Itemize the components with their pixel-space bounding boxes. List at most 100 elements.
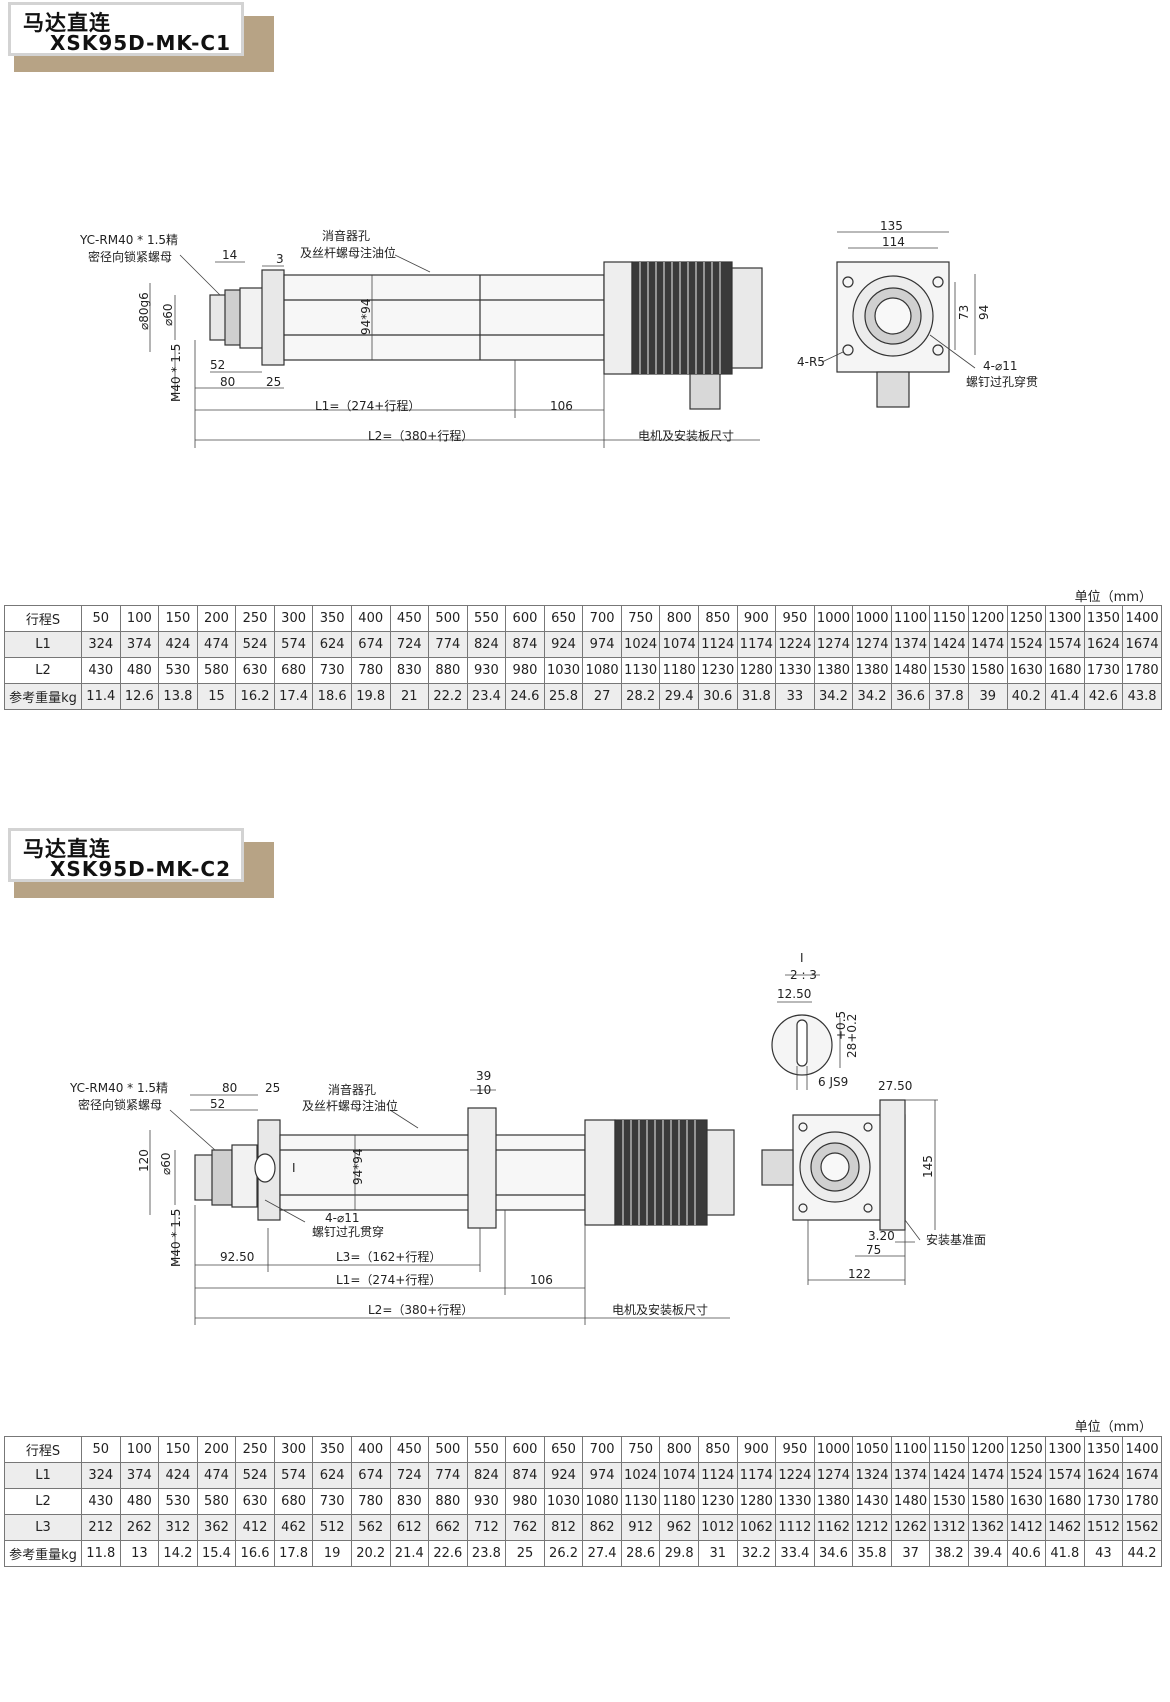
dim-js9: 6 JS9: [818, 1075, 848, 1089]
table-cell: 374: [119, 1462, 160, 1489]
table-cell: 562: [350, 1514, 391, 1541]
dim-l3: L3=（162+行程）: [336, 1249, 441, 1264]
table-cell: 28.6: [620, 1540, 661, 1567]
table-cell: 830: [389, 1488, 430, 1515]
dim-dia60: ⌀60: [159, 1153, 173, 1176]
table-cell: 774: [428, 1462, 468, 1489]
dim-14: 14: [222, 248, 237, 262]
table-cell: 1374: [890, 631, 931, 658]
table-cell: 100: [119, 1436, 160, 1463]
table-cell: 1680: [1045, 1488, 1085, 1515]
dim-25: 25: [265, 1081, 280, 1095]
table-cell: 1274: [852, 631, 892, 658]
table-cell: 480: [119, 657, 160, 684]
table-cell: 830: [389, 657, 430, 684]
table-cell: 850: [698, 1436, 738, 1463]
table-cell: 650: [543, 605, 584, 632]
table-cell: 39: [967, 683, 1008, 710]
table-cell: 42.6: [1083, 683, 1124, 710]
table-cell: 1112: [775, 1514, 815, 1541]
table-cell: 474: [196, 1462, 237, 1489]
table-cell: 36.6: [890, 683, 931, 710]
table-cell: 1380: [852, 657, 892, 684]
table-cell: 574: [273, 631, 314, 658]
table-cell: 41.4: [1045, 683, 1085, 710]
detail-scale: 2 : 3: [790, 968, 817, 982]
table-cell: 31.8: [736, 683, 777, 710]
table-cell: 400: [350, 1436, 391, 1463]
table-cell: 1780: [1122, 1488, 1162, 1515]
table-cell: 430: [81, 657, 121, 684]
dim-12-50: 12.50: [777, 987, 811, 1001]
table-cell: 624: [312, 631, 352, 658]
table-cell: 1300: [1045, 1436, 1085, 1463]
table-cell: 1250: [1006, 1436, 1047, 1463]
table-cell: 1000: [813, 605, 854, 632]
model-code: XSK95D-MK-C2: [50, 857, 231, 881]
table-cell: 1262: [890, 1514, 931, 1541]
table-cell: 16.2: [235, 683, 275, 710]
table-cell: 25: [505, 1540, 545, 1567]
label-muffler: 消音器孔: [322, 228, 370, 243]
table-cell: 21: [389, 683, 430, 710]
label-motor: 电机及安装板尺寸: [612, 1302, 708, 1317]
table-cell: 1380: [813, 657, 854, 684]
table-cell: 23.8: [466, 1540, 507, 1567]
table-cell: 1280: [736, 657, 777, 684]
table-cell: 43: [1083, 1540, 1124, 1567]
table-cell: 1000: [813, 1436, 854, 1463]
table-cell: 974: [582, 631, 622, 658]
table-cell: 1424: [929, 1462, 969, 1489]
dim-80: 80: [220, 375, 235, 389]
table-cell: 1350: [1083, 605, 1124, 632]
dim-106: 106: [530, 1273, 553, 1287]
table-cell: 324: [81, 1462, 121, 1489]
table-cell: 31: [698, 1540, 738, 1567]
table-cell: 16.6: [235, 1540, 275, 1567]
table-cell: 574: [273, 1462, 314, 1489]
table-cell: 1530: [929, 657, 969, 684]
table-cell: 474: [196, 631, 237, 658]
table-cell: 762: [505, 1514, 545, 1541]
table-cell: 850: [698, 605, 738, 632]
dim-m40: M40 * 1.5: [169, 344, 183, 402]
table-cell: 450: [389, 1436, 430, 1463]
table-cell: 1212: [852, 1514, 892, 1541]
table-cell: 874: [505, 1462, 545, 1489]
dim-10: 10: [476, 1083, 491, 1097]
label-motor: 电机及安装板尺寸: [638, 428, 734, 443]
table-cell: 530: [158, 657, 198, 684]
dim-l2: L2=（380+行程）: [368, 1302, 473, 1317]
dim-39: 39: [476, 1069, 491, 1083]
table-cell: 812: [543, 1514, 584, 1541]
table-cell: 800: [659, 605, 699, 632]
table-cell: 1280: [736, 1488, 777, 1515]
label-muffler: 消音器孔: [328, 1082, 376, 1097]
table-cell: 13.8: [158, 683, 198, 710]
table-cell: 1374: [890, 1462, 931, 1489]
table-cell: 462: [273, 1514, 314, 1541]
table-cell: 50: [81, 1436, 121, 1463]
table-cell: 980: [505, 657, 545, 684]
table-cell: 600: [505, 1436, 545, 1463]
table-cell: 1150: [929, 605, 969, 632]
table-cell: 150: [158, 605, 198, 632]
table-cell: 1150: [929, 1436, 969, 1463]
table-cell: 1674: [1122, 631, 1162, 658]
row-header: L2: [4, 1488, 82, 1515]
table-cell: 900: [736, 605, 777, 632]
dim-94: 94: [977, 305, 991, 320]
table-cell: 1024: [620, 631, 661, 658]
dim-tol2: +0.5: [834, 1011, 848, 1040]
row-header: 参考重量kg: [4, 683, 82, 710]
table-cell: 974: [582, 1462, 622, 1489]
table-cell: 1012: [698, 1514, 738, 1541]
table-cell: 580: [196, 1488, 237, 1515]
dim-135: 135: [880, 219, 903, 233]
table-cell: 300: [273, 1436, 314, 1463]
